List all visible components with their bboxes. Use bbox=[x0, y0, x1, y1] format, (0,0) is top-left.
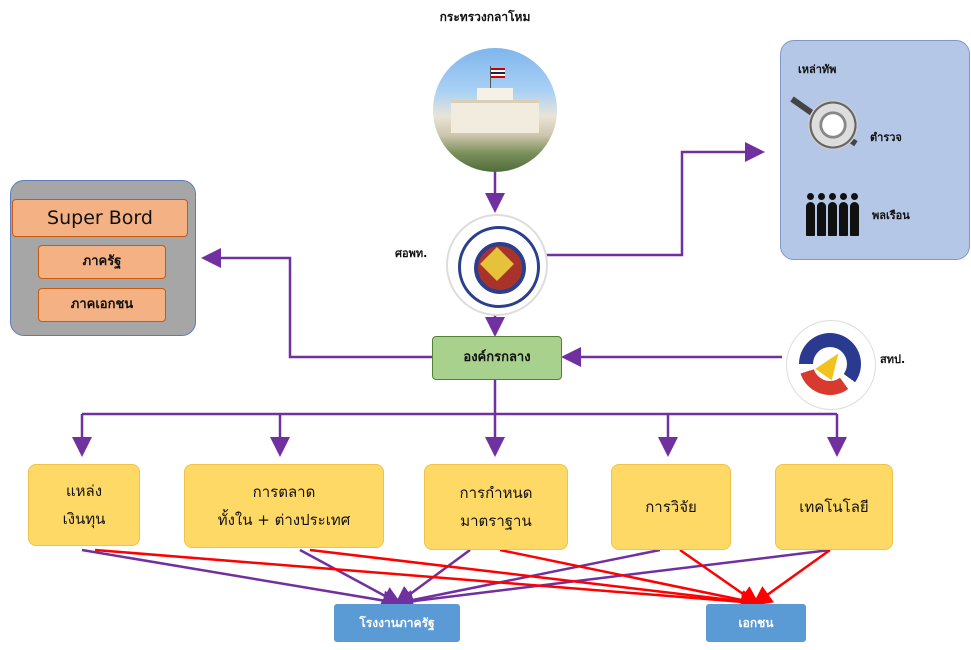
purple-cat2-to-gov bbox=[299, 548, 403, 606]
super-board-title: Super Bord bbox=[12, 199, 188, 237]
civilian-label: พลเรือน bbox=[872, 209, 910, 222]
red-cat4-to-private bbox=[679, 548, 761, 606]
police-label: ตำรวจ bbox=[870, 131, 902, 144]
defense-seal-logo bbox=[446, 214, 548, 316]
red-cat5-to-private bbox=[751, 548, 831, 606]
category-marketing: การตลาด ทั้งใน + ต่างประเทศ bbox=[184, 464, 384, 548]
category-research: การวิจัย bbox=[611, 464, 731, 550]
technology-institute-logo bbox=[786, 320, 876, 410]
seal-right-label: สทป. bbox=[880, 353, 906, 366]
purple-cat5-to-gov bbox=[393, 548, 831, 612]
red-cat3-to-private bbox=[499, 548, 761, 610]
central-organization-box: องค์กรกลาง bbox=[432, 336, 562, 380]
civilians-icon bbox=[806, 192, 864, 238]
seal-left-label: ศอพท. bbox=[395, 247, 428, 260]
police-badge-icon bbox=[808, 100, 858, 150]
category-funding: แหล่ง เงินทุน bbox=[28, 464, 140, 546]
category-standards: การกำหนด มาตราฐาน bbox=[424, 464, 568, 550]
red-cat1-to-private bbox=[94, 548, 761, 612]
ministry-label: กระทรวงกลาโหม bbox=[439, 10, 531, 24]
arrow-seal-to-armed-forces bbox=[544, 142, 765, 257]
category-technology: เทคโนโลยี bbox=[775, 464, 893, 550]
super-board-item-private: ภาคเอกชน bbox=[38, 288, 166, 322]
ministry-building-image bbox=[433, 48, 557, 172]
arrow-central-to-superboard bbox=[201, 248, 432, 359]
target-government-factory: โรงงานภาครัฐ bbox=[334, 604, 460, 642]
target-private-sector: เอกชน bbox=[706, 604, 806, 642]
armed-forces-title: เหล่าทัพ bbox=[798, 63, 837, 76]
red-cat2-to-private bbox=[309, 548, 761, 612]
purple-cat1-to-gov bbox=[81, 548, 403, 611]
super-board-item-government: ภาครัฐ bbox=[38, 245, 166, 279]
